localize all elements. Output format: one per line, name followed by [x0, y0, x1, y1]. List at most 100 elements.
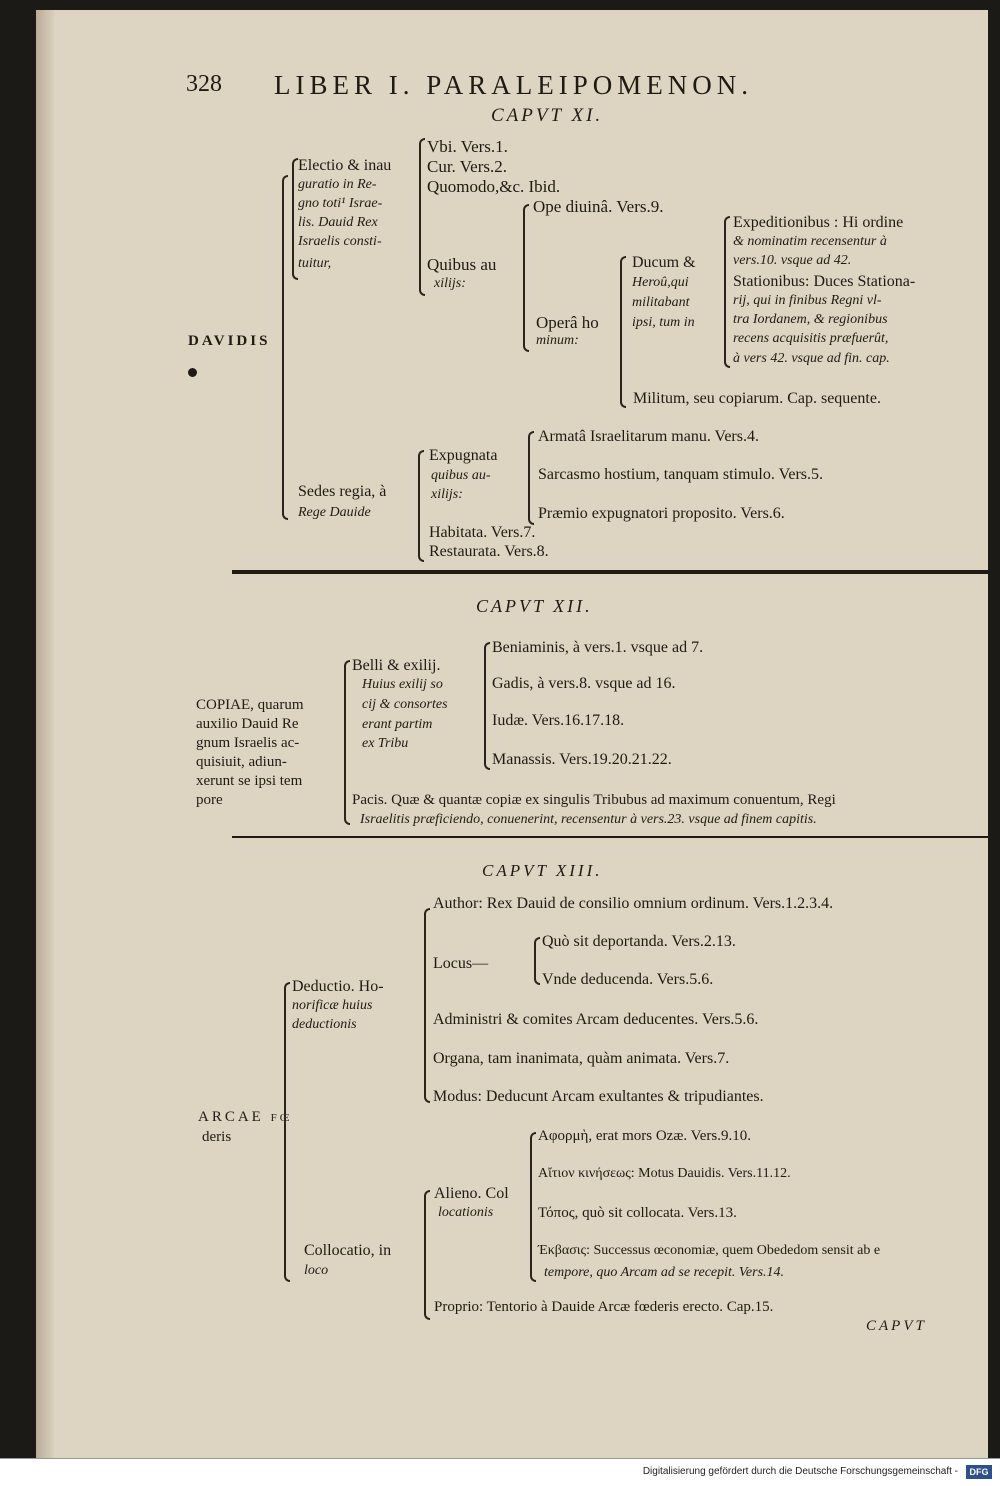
book-page: 328 LIBER I. PARALEIPOMENON. CAPVT XI. D…: [36, 10, 988, 1458]
ducum-line-1: Ducum &: [632, 254, 696, 271]
stationibus-line-3: tra Iordanem, & regionibus: [733, 312, 888, 327]
aphorme: Αφορμὴ, erat mors Ozæ. Vers.9.10.: [538, 1128, 751, 1144]
administri: Administri & comites Arcam deducentes. V…: [433, 1011, 759, 1028]
ekbasis-line-1: Έκβασις: Successus œconomiæ, quem Obeded…: [538, 1243, 881, 1258]
chapter-11-heading: CAPVT XI.: [491, 105, 604, 126]
quibus-line-1: Quibus au: [427, 255, 497, 274]
belli-line-5: ex Tribu: [362, 736, 409, 751]
quomodo: Quomodo,&c. Ibid.: [427, 177, 561, 196]
ekbasis-line-2: tempore, quo Arcam ad se recepit. Vers.1…: [544, 1265, 785, 1280]
ope-divina: Ope diuinâ. Vers.9.: [533, 197, 664, 216]
brace-locus: [534, 937, 540, 985]
brace-alieno: [530, 1132, 536, 1282]
gadis: Gadis, à vers.8. vsque ad 16.: [492, 675, 676, 692]
organa: Organa, tam inanimata, quàm animata. Ver…: [433, 1050, 730, 1067]
electio-line-6: tuitur,: [298, 256, 332, 271]
vnde: Vnde deducenda. Vers.5.6.: [542, 971, 714, 988]
arcae-line-2: deris: [202, 1129, 232, 1145]
pacis-line-2: Israelitis præficiendo, conuenerint, rec…: [360, 812, 817, 827]
electio-line-1: Electio & inau: [298, 157, 392, 174]
expeditionibus-line-1: Expeditionibus : Hi ordine: [733, 214, 904, 231]
locus: Locus—: [433, 955, 489, 972]
brace-sedes: [418, 450, 424, 562]
aition: Αἴτιον κινήσεως: Motus Dauidis. Vers.11.…: [538, 1166, 791, 1181]
copiae-line-6: pore: [196, 792, 223, 808]
brace-davidis: [282, 175, 288, 520]
expugnata-line-3: xilijs:: [431, 487, 463, 502]
root-davidis: DAVIDIS: [188, 333, 271, 349]
electio-line-4: lis. Dauid Rex: [298, 215, 378, 230]
running-title: LIBER I. PARALEIPOMENON.: [274, 70, 754, 100]
copiae-line-5: xerunt se ipsi tem: [196, 773, 303, 789]
beniaminis: Beniaminis, à vers.1. vsque ad 7.: [492, 639, 704, 656]
copiae-line-1: COPIAE, quarum: [196, 697, 304, 713]
expeditionibus-line-2: & nominatim recensentur à: [733, 234, 887, 249]
topos: Τόπος, quò sit collocata. Vers.13.: [538, 1205, 737, 1221]
opera-line-2: minum:: [536, 333, 579, 348]
brace-ducum: [620, 256, 626, 408]
stationibus-line-5: à vers 42. vsque ad fin. cap.: [733, 351, 890, 366]
militum: Militum, seu copiarum. Cap. sequente.: [633, 390, 881, 407]
ducum-line-4: ipsi, tum in: [632, 315, 695, 330]
author: Author: Rex Dauid de consilio omnium ord…: [433, 895, 834, 912]
copiae-line-3: gnum Israelis ac-: [196, 735, 300, 751]
section-rule-1: [232, 570, 988, 574]
brace-expugnata: [528, 431, 534, 525]
brace-arcae: [284, 982, 290, 1282]
cur: Cur. Vers.2.: [427, 157, 507, 176]
deductio-line-3: deductionis: [292, 1017, 357, 1032]
expeditionibus-line-3: vers.10. vsque ad 42.: [733, 253, 852, 268]
digitization-footer: Digitalisierung gefördert durch die Deut…: [0, 1458, 1000, 1486]
sedes-line-2: Rege Dauide: [298, 505, 371, 520]
brace-deductio: [424, 908, 430, 1103]
proprio: Proprio: Tentorio à Dauide Arcæ fœderis …: [434, 1299, 774, 1315]
brace-collocatio: [424, 1190, 430, 1320]
deductio-line-1: Deductio. Ho-: [292, 978, 384, 995]
habitata: Habitata. Vers.7.: [429, 524, 536, 541]
ubi: Vbi. Vers.1.: [427, 137, 508, 156]
alieno-line-2: locationis: [438, 1205, 494, 1220]
page-number: 328: [186, 71, 222, 97]
quibus-line-2: xilijs:: [434, 276, 466, 291]
brace-expeditionibus: [724, 216, 730, 368]
belli-line-1: Belli & exilij.: [352, 657, 441, 674]
brace-electio-left: [292, 158, 298, 280]
collocatio-line-2: loco: [304, 1263, 329, 1278]
brace-belli: [484, 642, 490, 770]
pacis-line-1: Pacis. Quæ & quantæ copiæ ex singulis Tr…: [352, 792, 836, 808]
stationibus-line-1: Stationibus: Duces Stationa-: [733, 273, 916, 290]
armata: Armatâ Israelitarum manu. Vers.4.: [538, 428, 759, 445]
sedes-line-1: Sedes regia, à: [298, 483, 387, 500]
restaurata: Restaurata. Vers.8.: [429, 543, 549, 560]
iudae: Iudæ. Vers.16.17.18.: [492, 712, 625, 729]
praemio: Præmio expugnatori proposito. Vers.6.: [538, 505, 785, 522]
ducum-line-2: Heroû,qui: [632, 275, 689, 290]
page-gutter: [36, 10, 54, 1458]
belli-line-3: cij & consortes: [362, 697, 448, 712]
copiae-line-4: quisiuit, adiun-: [196, 754, 287, 770]
brace-ope: [523, 204, 529, 352]
stationibus-line-2: rij, qui in finibus Regni vl-: [733, 293, 882, 308]
electio-line-3: gno toti¹ Israe-: [298, 196, 383, 211]
catchword: CAPVT: [866, 1318, 927, 1334]
arcae-line-1: ARCAE fœ: [198, 1109, 293, 1125]
stationibus-line-4: recens acquisitis præfuerût,: [733, 331, 889, 346]
bullet-mark: [188, 368, 197, 377]
dfg-logo-icon[interactable]: DFG: [966, 1465, 992, 1479]
modus: Modus: Deducunt Arcam exultantes & tripu…: [433, 1088, 764, 1105]
quo-sit: Quò sit deportanda. Vers.2.13.: [542, 933, 736, 950]
chapter-12-heading: CAPVT XII.: [476, 596, 593, 616]
electio-line-2: guratio in Re-: [298, 177, 377, 192]
collocatio-line-1: Collocatio, in: [304, 1242, 392, 1259]
belli-line-4: erant partim: [362, 717, 433, 732]
chapter-13-heading: CAPVT XIII.: [482, 861, 603, 880]
brace-copiae: [344, 660, 350, 825]
footer-credit: Digitalisierung gefördert durch die Deut…: [642, 1466, 958, 1477]
sarcasmo: Sarcasmo hostium, tanquam stimulo. Vers.…: [538, 466, 824, 483]
manassis: Manassis. Vers.19.20.21.22.: [492, 751, 672, 768]
expugnata-line-2: quibus au-: [431, 468, 491, 483]
belli-line-2: Huius exilij so: [362, 677, 443, 692]
copiae-line-2: auxilio Dauid Re: [196, 716, 299, 732]
brace-ubi: [419, 138, 425, 296]
deductio-line-2: norificæ huius: [292, 998, 373, 1013]
